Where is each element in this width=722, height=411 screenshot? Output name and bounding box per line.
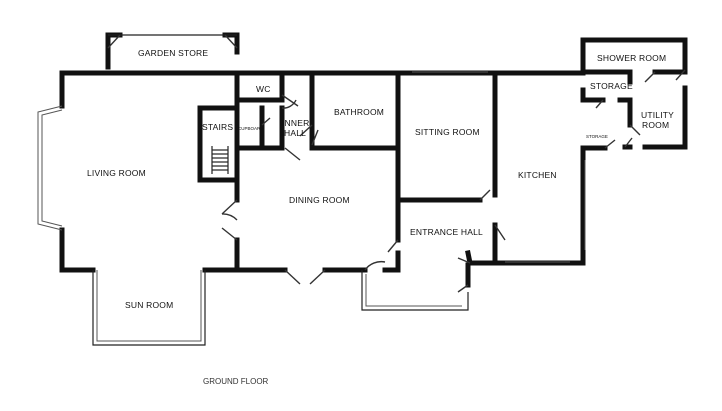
wc-label: WC (256, 84, 271, 94)
stairs-label: STAIRS (202, 122, 233, 132)
utility-room-label-line1: UTILITY (641, 110, 674, 120)
inner-hall-label-line1: INNER (282, 118, 309, 128)
porch-outline (361, 270, 469, 311)
storage-small-label: STORAGE (586, 134, 608, 139)
doors (107, 34, 686, 293)
shower-room-label: SHOWER ROOM (597, 53, 666, 63)
garden-store-label: GARDEN STORE (138, 48, 208, 58)
bathroom-label: BATHROOM (334, 107, 384, 117)
cupboard-label: CUPBOARD (238, 126, 264, 131)
stairs-treads (211, 146, 229, 174)
living-room-label: LIVING ROOM (87, 168, 146, 178)
outer-walls (59, 37, 688, 288)
floor-label: GROUND FLOOR (203, 377, 269, 386)
garden-store-walls (105, 32, 240, 70)
utility-room-label-line2: ROOM (642, 120, 669, 130)
sitting-room-label: SITTING ROOM (415, 127, 480, 137)
dining-room-label: DINING ROOM (289, 195, 350, 205)
interior-walls (197, 69, 688, 273)
storage-label: STORAGE (590, 81, 633, 91)
sun-room-label: SUN ROOM (125, 300, 173, 310)
entrance-hall-label: ENTRANCE HALL (410, 227, 483, 237)
bay-window (37, 105, 63, 231)
inner-hall-label-line2: HALL (284, 128, 306, 138)
kitchen-label: KITCHEN (518, 170, 557, 180)
sun-room-outline (92, 270, 206, 346)
